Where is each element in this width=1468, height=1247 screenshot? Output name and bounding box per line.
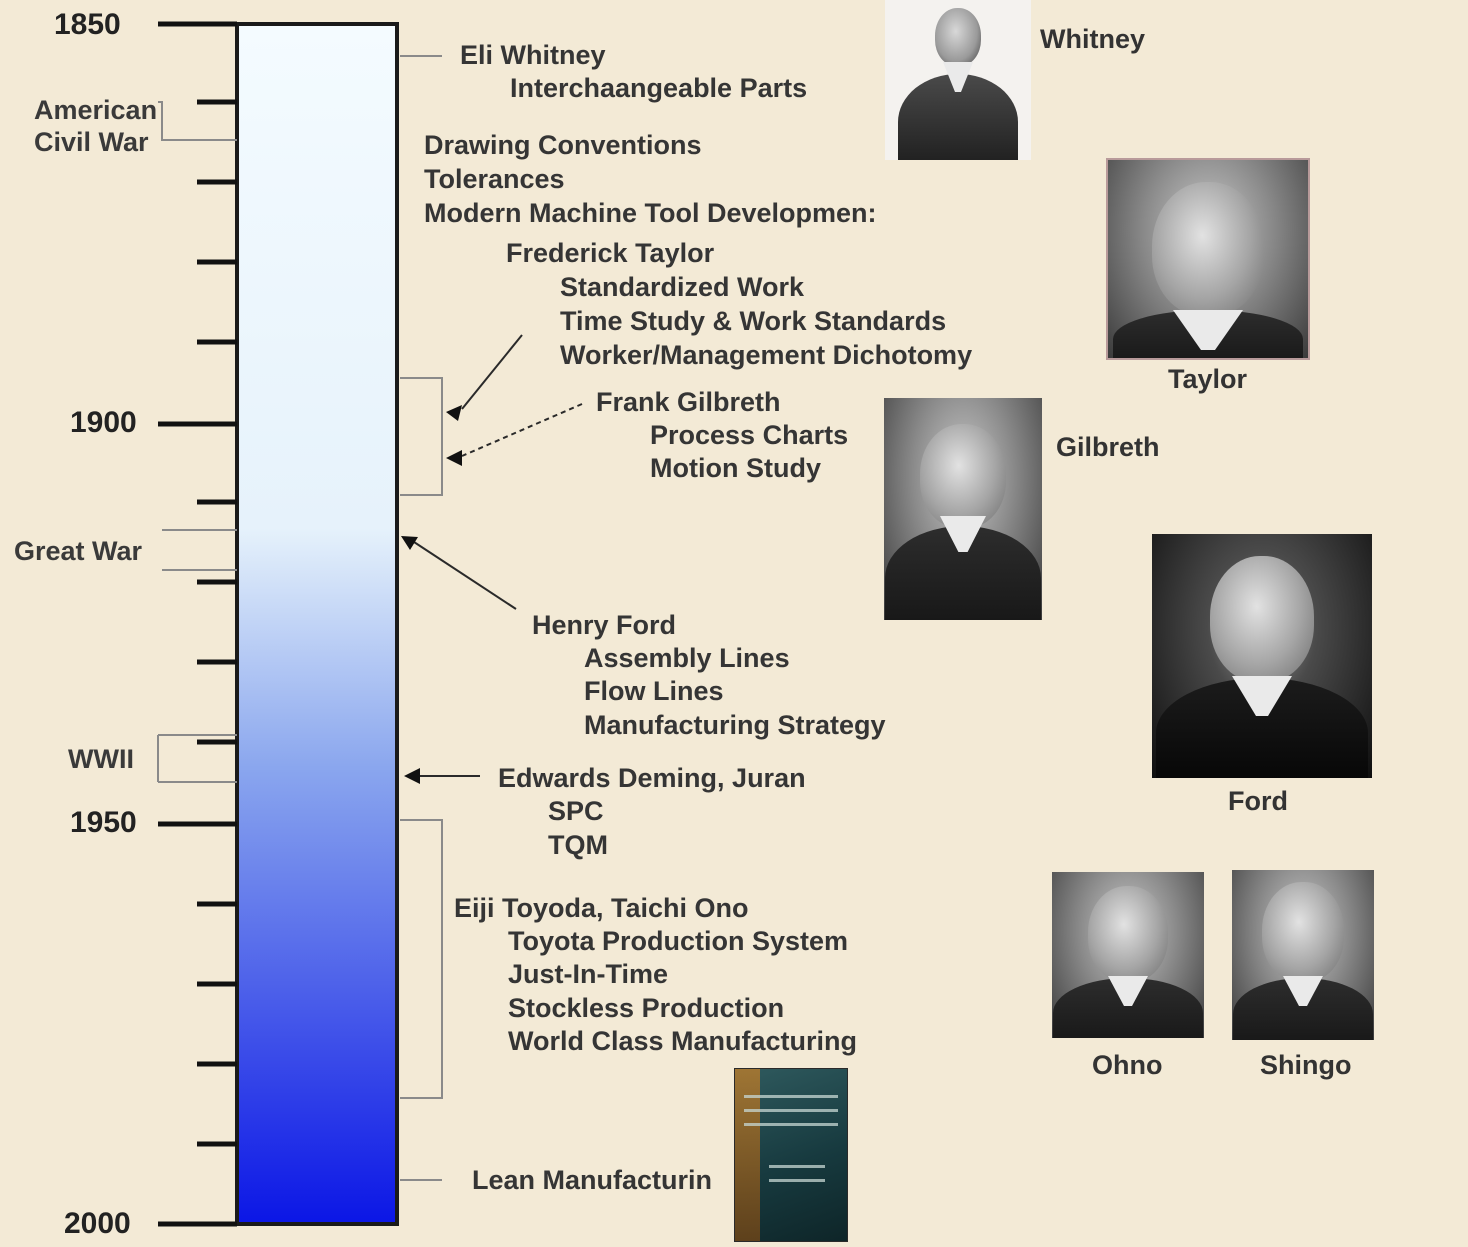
deming-arrowhead bbox=[404, 768, 420, 784]
taylor-gilbreth-bracket bbox=[400, 377, 443, 496]
event-whitney-item: Interchaangeable Parts bbox=[510, 73, 808, 103]
civil-war-bracket bbox=[158, 101, 237, 141]
ford-caption: Ford bbox=[1228, 786, 1288, 816]
event-taylor-name: Frederick Taylor bbox=[506, 238, 715, 268]
gilbreth-arrow-line bbox=[461, 403, 583, 457]
event-ford-name: Henry Ford bbox=[532, 610, 677, 640]
event-drawing-conventions: Drawing Conventions bbox=[424, 130, 702, 160]
whitney-caption: Whitney bbox=[1040, 24, 1145, 54]
great-war-label: Great War bbox=[14, 536, 143, 566]
war-markers bbox=[157, 101, 237, 783]
ford-arrow-line bbox=[413, 541, 517, 610]
event-deming-item2: TQM bbox=[548, 830, 608, 860]
ohno-portrait-image bbox=[1052, 872, 1204, 1038]
event-taylor-item1: Standardized Work bbox=[560, 272, 805, 302]
ford-portrait-image bbox=[1152, 534, 1372, 778]
whitney-portrait-image bbox=[885, 0, 1031, 160]
great-war-bracket bbox=[162, 529, 237, 571]
major-ticks bbox=[158, 21, 237, 1227]
event-deming-name: Edwards Deming, Juran bbox=[498, 763, 806, 793]
event-deming-item1: SPC bbox=[548, 796, 604, 826]
year-label-2000: 2000 bbox=[64, 1207, 131, 1240]
event-tolerances: Tolerances bbox=[424, 164, 565, 194]
ohno-caption: Ohno bbox=[1092, 1050, 1163, 1080]
event-lean-manufacturing: Lean Manufacturin bbox=[472, 1165, 713, 1195]
event-gilbreth-item2: Motion Study bbox=[650, 453, 821, 483]
event-ford-item3: Manufacturing Strategy bbox=[584, 710, 886, 740]
gilbreth-portrait-image bbox=[884, 398, 1042, 620]
toyoda-bracket bbox=[400, 819, 443, 1099]
timeline-bar bbox=[235, 22, 399, 1226]
event-arrows bbox=[401, 334, 583, 784]
gilbreth-arrowhead bbox=[446, 450, 462, 466]
taylor-caption: Taylor bbox=[1168, 364, 1248, 394]
year-label-1850: 1850 bbox=[54, 8, 121, 41]
civil-war-label-line1: American bbox=[34, 95, 158, 125]
event-ford-item2: Flow Lines bbox=[584, 676, 724, 706]
shingo-portrait-image bbox=[1232, 870, 1374, 1040]
event-machine-tool: Modern Machine Tool Developmen: bbox=[424, 198, 877, 228]
event-whitney-name: Eli Whitney bbox=[460, 40, 606, 70]
wwii-label: WWII bbox=[68, 744, 134, 774]
taylor-arrow-line bbox=[461, 334, 523, 410]
event-toyoda-item2: Just-In-Time bbox=[508, 959, 669, 989]
ford-arrowhead bbox=[401, 536, 418, 550]
civil-war-label-line2: Civil War bbox=[34, 127, 149, 157]
event-toyoda-item4: World Class Manufacturing bbox=[508, 1026, 858, 1056]
gilbreth-caption: Gilbreth bbox=[1056, 432, 1160, 462]
wwii-bracket bbox=[157, 734, 237, 783]
minor-ticks bbox=[197, 99, 237, 1147]
event-connectors bbox=[400, 55, 443, 1181]
event-ford-item1: Assembly Lines bbox=[584, 643, 790, 673]
event-taylor-item2: Time Study & Work Standards bbox=[560, 306, 947, 336]
event-toyoda-name: Eiji Toyoda, Taichi Ono bbox=[454, 893, 749, 923]
event-gilbreth-name: Frank Gilbreth bbox=[596, 387, 781, 417]
event-toyoda-item3: Stockless Production bbox=[508, 993, 785, 1023]
taylor-portrait-image bbox=[1106, 158, 1310, 360]
event-gilbreth-item1: Process Charts bbox=[650, 420, 849, 450]
taylor-arrowhead bbox=[446, 405, 462, 421]
year-label-1900: 1900 bbox=[70, 406, 137, 439]
year-label-1950: 1950 bbox=[70, 806, 137, 839]
shingo-caption: Shingo bbox=[1260, 1050, 1352, 1080]
lean-book-cover-image bbox=[734, 1068, 848, 1242]
event-toyoda-item1: Toyota Production System bbox=[508, 926, 849, 956]
event-taylor-item3: Worker/Management Dichotomy bbox=[560, 340, 973, 370]
